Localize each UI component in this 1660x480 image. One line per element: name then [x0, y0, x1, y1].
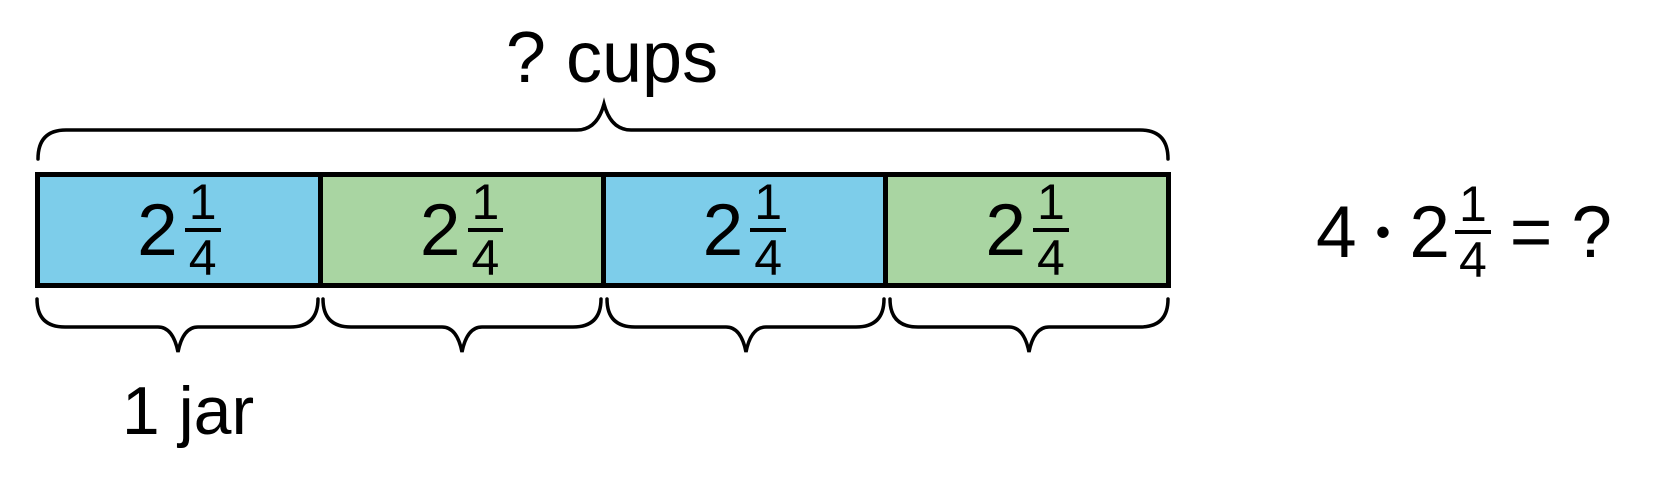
jar-brace-2: [321, 297, 603, 353]
segment-fraction: 1 4: [750, 177, 787, 286]
equation-mixed-number: 2 1 4: [1409, 179, 1491, 288]
segment-fraction: 1 4: [467, 177, 504, 286]
total-brace: [36, 97, 1170, 161]
fraction-denominator: 4: [188, 230, 217, 286]
segment-fraction: 1 4: [184, 177, 221, 286]
fraction-denominator: 4: [1037, 230, 1065, 286]
equals-sign: =: [1509, 191, 1553, 273]
segment-whole-number: 2: [985, 189, 1027, 271]
equation: 4 • 2 1 4 = ?: [1316, 179, 1612, 288]
fraction-numerator: 1: [1454, 179, 1491, 234]
tape-segment-1: 2 1 4: [40, 177, 318, 283]
equation-multiplier: 4: [1316, 191, 1357, 273]
segment-fraction: 1 4: [1033, 177, 1069, 286]
equation-fraction: 1 4: [1454, 179, 1491, 288]
jar-brace-4: [888, 297, 1170, 353]
fraction-numerator: 1: [1033, 177, 1069, 232]
fraction-denominator: 4: [471, 230, 500, 286]
segment-whole-number: 2: [702, 189, 744, 271]
equation-result: ?: [1571, 191, 1612, 273]
fraction-numerator: 1: [467, 177, 504, 232]
segment-whole-number: 2: [137, 189, 178, 271]
unit-label: 1 jar: [121, 373, 255, 449]
equation-whole-number: 2: [1409, 191, 1450, 273]
tape-segment-2: 2 1 4: [322, 177, 601, 286]
tape-segment-4: 2 1 4: [888, 177, 1166, 283]
multiplication-dot-icon: •: [1375, 208, 1391, 255]
fraction-numerator: 1: [184, 177, 221, 232]
tape-segment-3: 2 1 4: [605, 177, 884, 286]
jar-brace-1: [35, 297, 320, 353]
jar-brace-3: [605, 297, 886, 353]
fraction-denominator: 4: [754, 230, 783, 286]
tape-bar: 2 1 4 2 1 4 2 1 4 2 1 4: [35, 172, 1171, 288]
segment-whole-number: 2: [419, 189, 461, 271]
total-label: ? cups: [505, 18, 719, 98]
fraction-numerator: 1: [750, 177, 787, 232]
fraction-denominator: 4: [1458, 232, 1487, 288]
